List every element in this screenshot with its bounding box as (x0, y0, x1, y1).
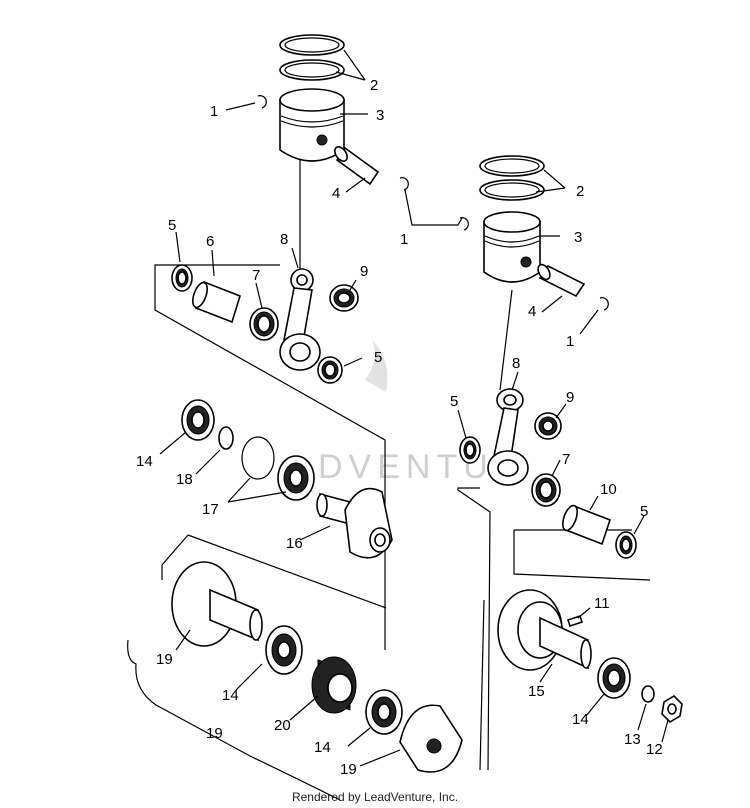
crankshaft-half-19-top (171, 561, 263, 647)
callout-7: 7 (252, 267, 260, 284)
crankshaft-half-15 (497, 589, 592, 671)
callout-1: 1 (210, 103, 218, 120)
callout-6: 6 (206, 233, 214, 250)
circlip-right-1 (459, 217, 469, 231)
circlip-left-1 (257, 95, 267, 109)
needle-bearing-right-7 (531, 473, 561, 507)
connecting-rod-left (279, 268, 321, 371)
connecting-rod-right (487, 388, 529, 486)
callout-1: 1 (566, 333, 574, 350)
crankshaft-half-16 (316, 487, 393, 559)
seal-right-bottom (615, 531, 637, 559)
callout-2: 2 (370, 77, 378, 94)
needle-bearing-left-9 (329, 284, 359, 312)
callout-9: 9 (566, 389, 574, 406)
callout-19: 19 (206, 725, 223, 742)
crankshaft-half-19-bottom (399, 704, 463, 773)
watermark-text: DVENTU (318, 448, 494, 486)
callout-13: 13 (624, 731, 641, 748)
callout-4: 4 (528, 303, 536, 320)
main-bearing-right (597, 657, 631, 699)
circlip-right-2 (599, 297, 609, 311)
piston-rings-left (279, 34, 345, 81)
woodruff-key-11 (566, 614, 584, 628)
callout-5: 5 (374, 349, 382, 366)
needle-bearing-right-9 (534, 412, 562, 440)
piston-left (279, 88, 345, 162)
callout-19: 19 (156, 651, 173, 668)
callout-1: 1 (400, 231, 408, 248)
main-bearing-left-lower (265, 625, 303, 675)
callout-11: 11 (594, 595, 610, 612)
render-credit: Rendered by LeadVenture, Inc. (291, 790, 459, 804)
main-bearing-left-upper (181, 399, 215, 441)
crank-pin-left (192, 280, 241, 324)
piston-rings-right (479, 155, 545, 201)
callout-3: 3 (574, 229, 582, 246)
wrist-pin-left (334, 146, 380, 186)
circlip-left-2 (399, 177, 409, 191)
callout-8: 8 (280, 231, 288, 248)
wrist-pin-right (537, 263, 586, 298)
assembly-bracket-left-bottom (161, 534, 387, 609)
callout-5: 5 (450, 393, 458, 410)
callout-14: 14 (222, 687, 239, 704)
callout-12: 12 (646, 741, 663, 758)
needle-bearing-left-7 (249, 307, 279, 341)
crank-pin-right (562, 504, 611, 546)
seal-left-top (171, 264, 193, 292)
callout-16: 16 (286, 535, 303, 552)
callout-5: 5 (640, 503, 648, 520)
callout-14: 14 (136, 453, 153, 470)
assembly-brace (127, 639, 341, 801)
callout-15: 15 (528, 683, 545, 700)
callout-8: 8 (512, 355, 520, 372)
callout-3: 3 (376, 107, 384, 124)
watermark-logo: DVENTU (318, 340, 494, 486)
main-bearing-center (365, 689, 403, 735)
callout-19: 19 (340, 761, 357, 778)
washer-13 (641, 685, 655, 703)
callout-14: 14 (314, 739, 331, 756)
callout-7: 7 (562, 451, 570, 468)
callout-14: 14 (572, 711, 589, 728)
callout-9: 9 (360, 263, 368, 280)
labyrinth-seal-20 (311, 656, 357, 714)
bearing-17 (277, 455, 315, 501)
shim-ring-18 (218, 426, 234, 450)
seal-right-top (459, 436, 481, 464)
snap-ring-17 (241, 436, 275, 480)
callout-4: 4 (332, 185, 340, 202)
callout-10: 10 (600, 481, 617, 498)
callout-20: 20 (274, 717, 291, 734)
assembly-bracket-right (457, 487, 651, 771)
callout-17: 17 (202, 501, 219, 518)
callout-5: 5 (168, 217, 176, 234)
piston-right (483, 211, 541, 283)
nut-12 (661, 694, 683, 724)
seal-left-bottom (317, 356, 343, 384)
callout-2: 2 (576, 183, 584, 200)
callout-18: 18 (176, 471, 193, 488)
